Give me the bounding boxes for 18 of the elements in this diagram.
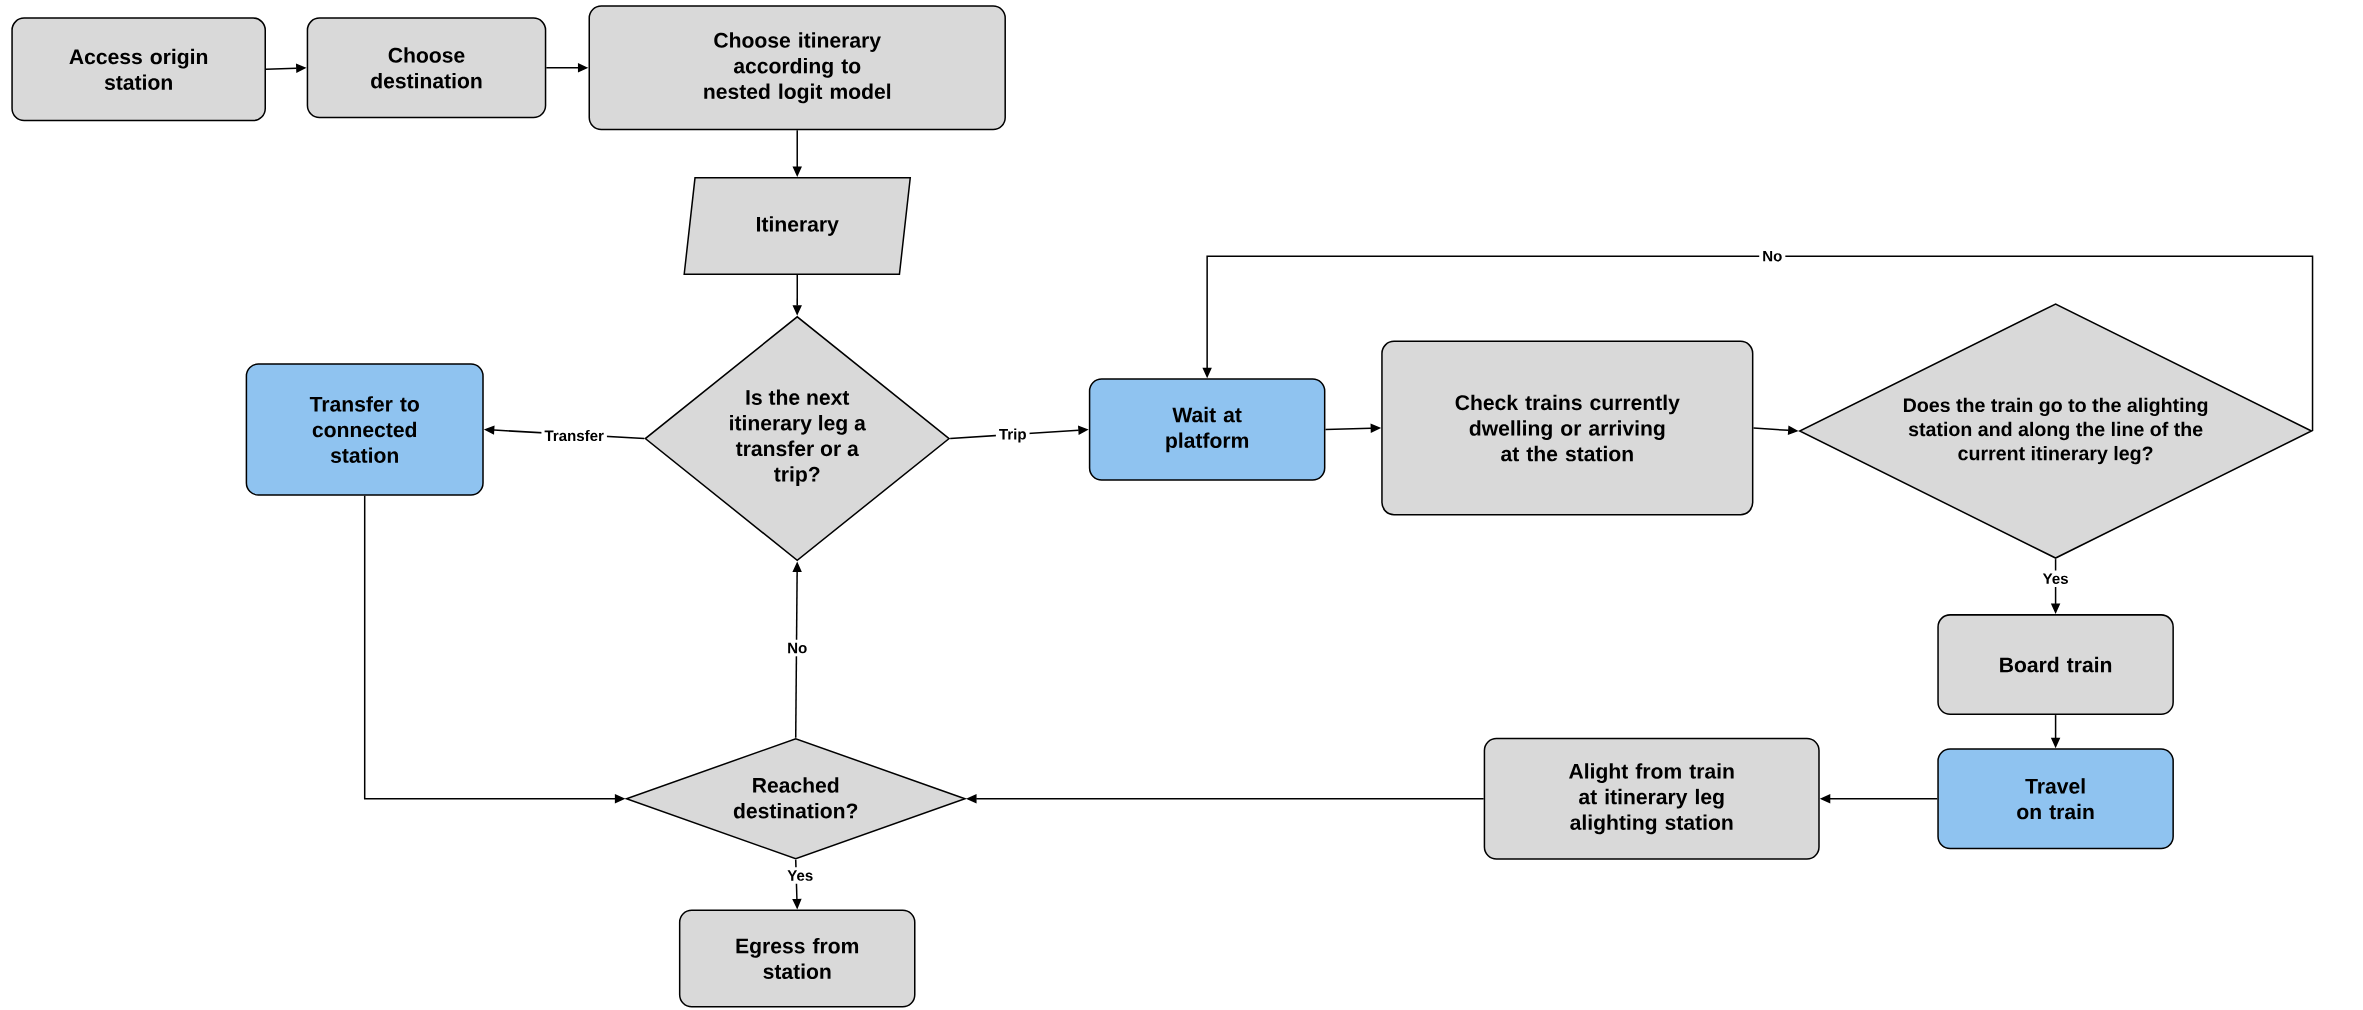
process-box: Travel on train [1937, 748, 2174, 850]
process-box: Check trains currently dwelling or arriving at the station [1381, 340, 1754, 516]
edge-label: Trip [995, 425, 1030, 446]
process-box: Access origin station [11, 17, 266, 122]
edge-label: Yes [2039, 570, 2072, 588]
edge-label: No [784, 639, 811, 657]
process-box: Choose itinerary according to nested logit model [588, 5, 1006, 131]
process-box: Transfer to connected station [245, 363, 484, 496]
process-box: Alight from train at itinerary leg alighting station [1483, 737, 1820, 860]
process-box: Board train [1937, 614, 2174, 716]
data-parallelogram: Itinerary [683, 177, 912, 276]
process-box: Wait at platform [1088, 378, 1326, 481]
edge-label: Transfer [541, 427, 607, 445]
arrow [1202, 255, 2314, 432]
edge-label: No [1759, 248, 1786, 265]
process-box: Egress from station [678, 909, 916, 1008]
process-box: Choose destination [306, 17, 547, 119]
edge-label: Yes [784, 867, 817, 884]
